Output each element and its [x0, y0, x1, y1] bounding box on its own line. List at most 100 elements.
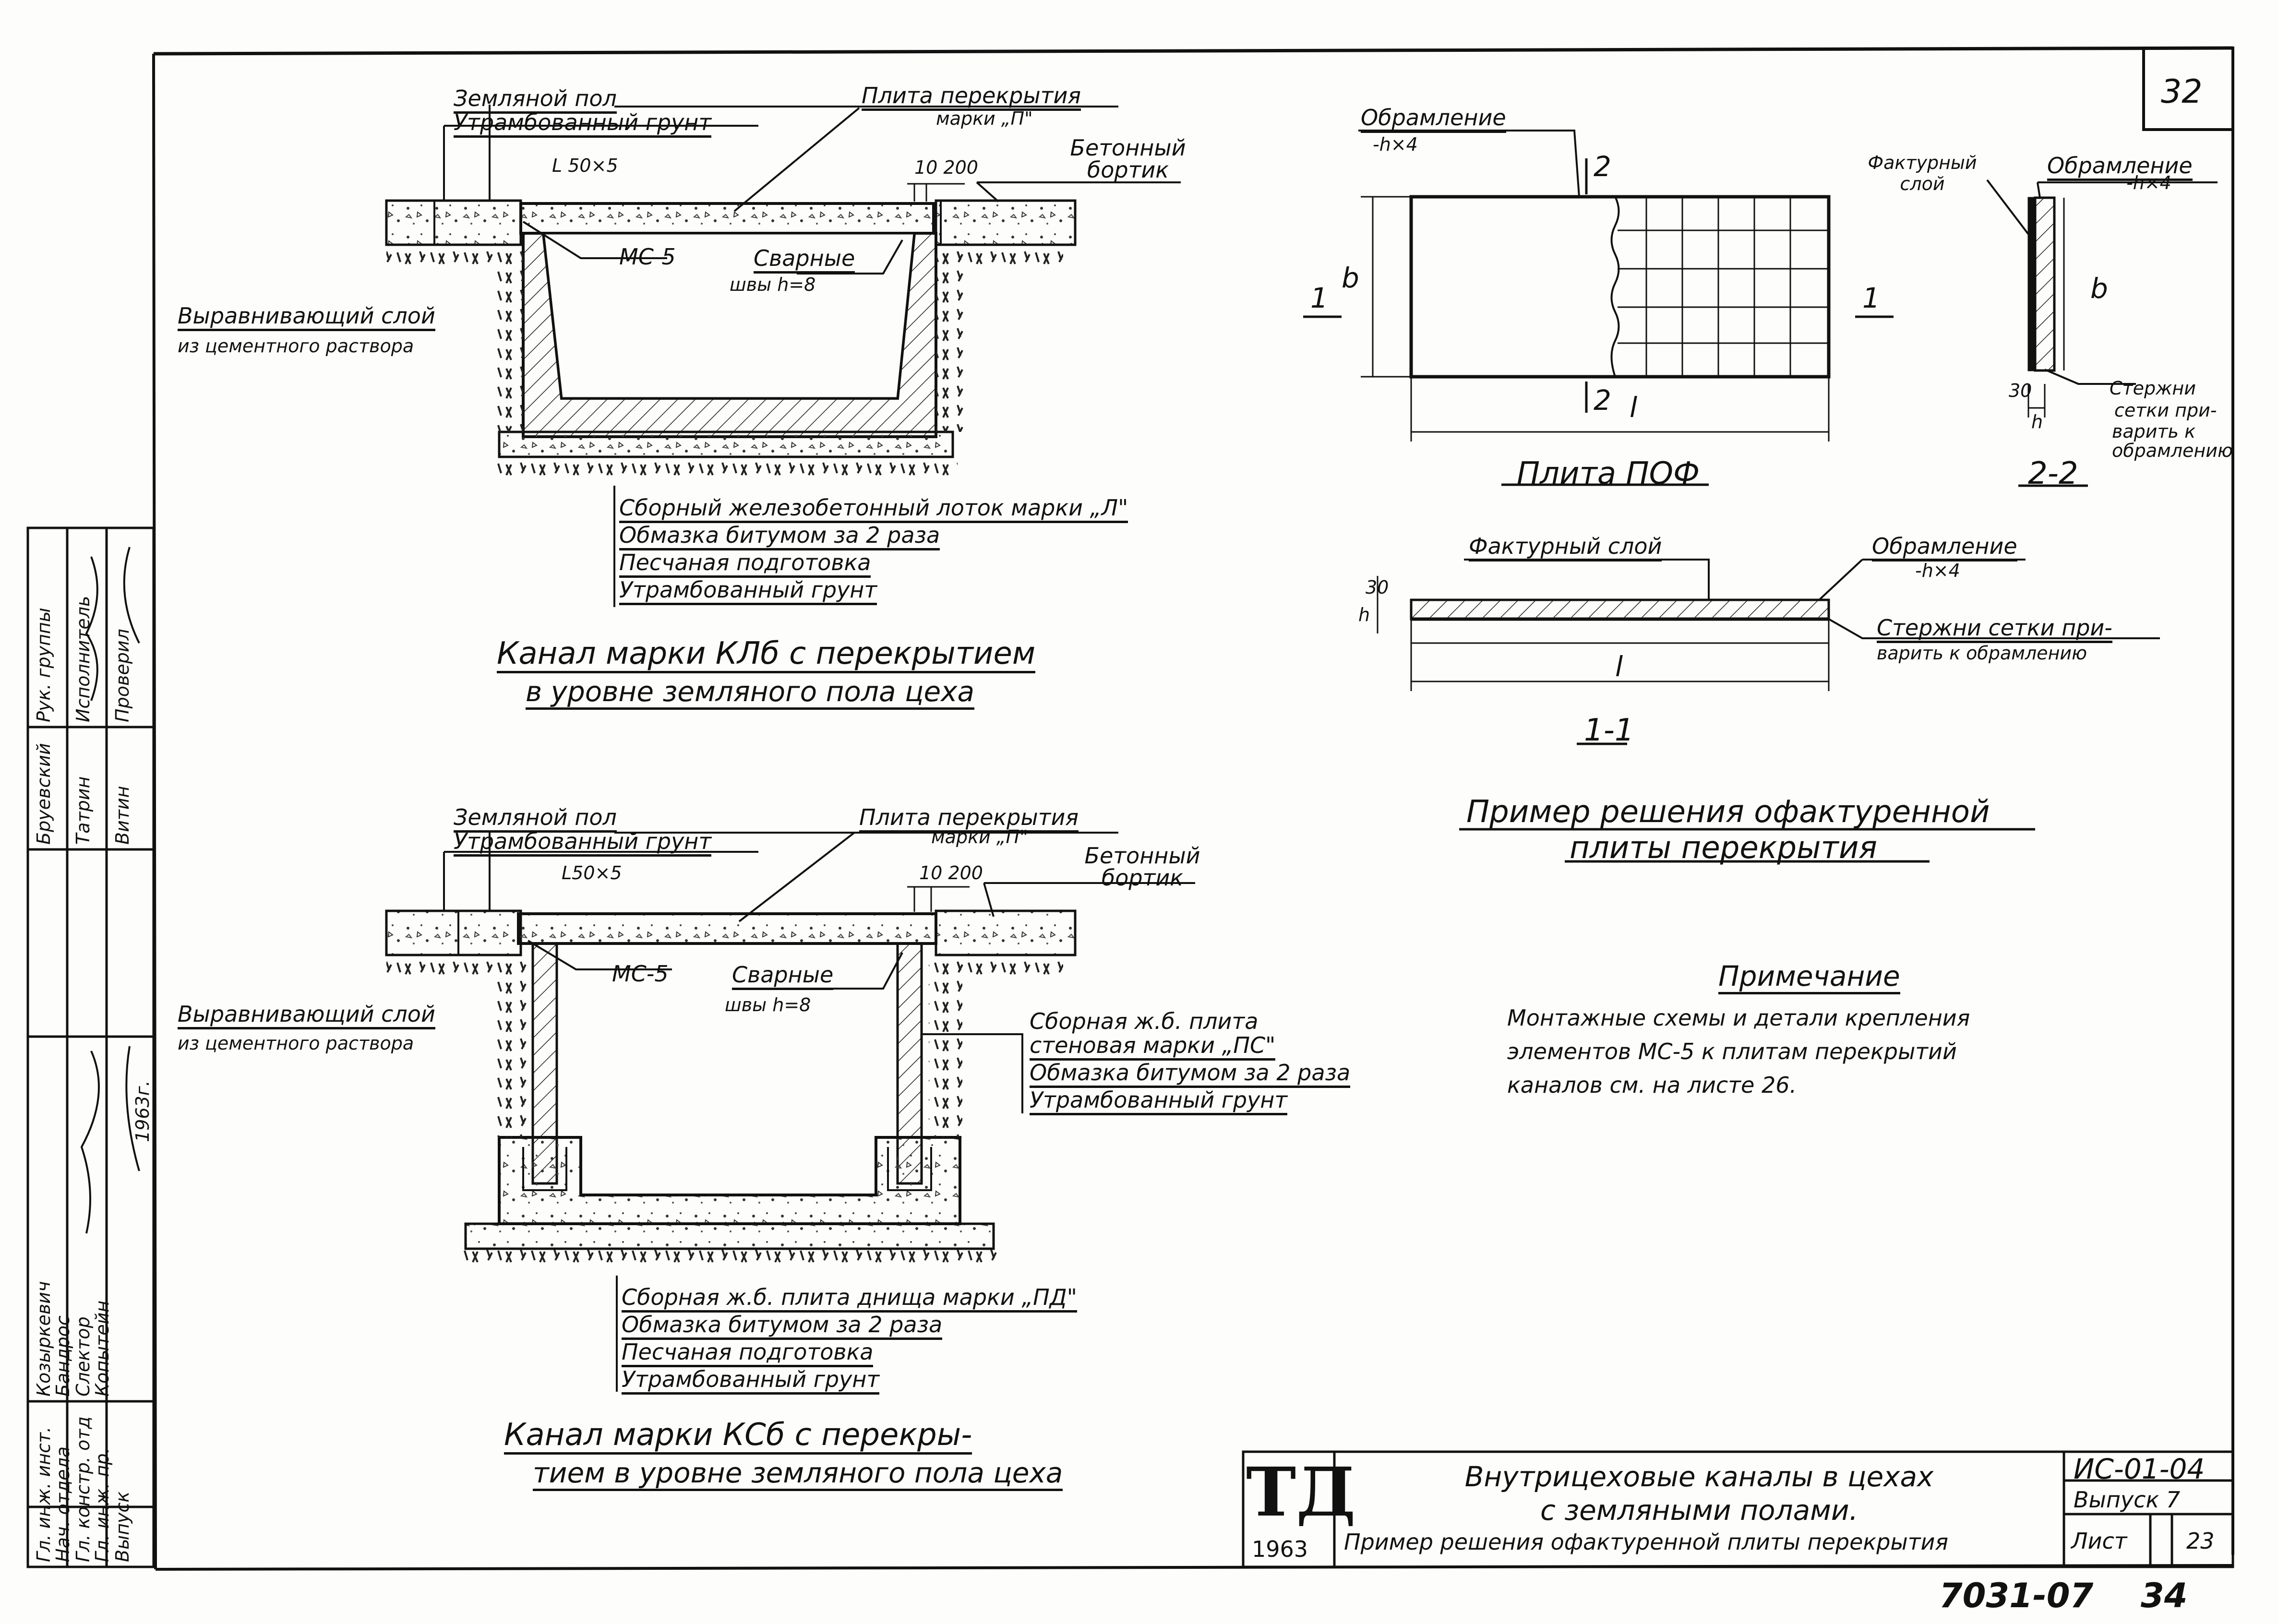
stamp-issue: Выпуск 7	[2074, 1487, 2181, 1513]
ks-ms-label: МС-5	[612, 961, 669, 987]
side-year: 1963г.	[132, 1080, 153, 1142]
section-2-2	[1986, 179, 2218, 487]
kl-leveling-1: Выравнивающий слой	[178, 305, 435, 331]
ks-wall-layer-4: Утрамбованный грунт	[1030, 1089, 1288, 1115]
ks-caption-1: Канал марки КСб с перекры-	[504, 1420, 972, 1455]
pof-frame-size: -h×4	[1373, 134, 1418, 155]
td-logo-year: 1963	[1252, 1536, 1308, 1562]
pof-dim-b: b	[1342, 262, 1359, 294]
kl-dim-label: 10 200	[914, 157, 978, 178]
ks-dim-label: 10 200	[919, 862, 983, 884]
side-person-2: Татрин	[72, 776, 94, 845]
kl-floor-label: Земляной пол	[454, 87, 617, 114]
ks-weld-label: Сварные	[732, 964, 834, 990]
ks-wall-layer-2: стеновая марки „ПС"	[1030, 1034, 1276, 1061]
side-role-7: Гл. инж. пр.	[92, 1447, 113, 1562]
stamp-title-2: с земляными полами.	[1540, 1494, 1858, 1527]
example-title-2: плиты перекрытия	[1570, 830, 1877, 866]
s11-rods-2: варить к обрамлению	[1877, 643, 2087, 664]
side-issue: Выпуск	[112, 1491, 133, 1562]
side-person-3: Витин	[112, 786, 133, 845]
ks-slab-label: Плита перекрытия	[859, 806, 1079, 833]
channel-kl-section	[385, 105, 1181, 607]
s22-rods-2: сетки при-	[2114, 400, 2217, 421]
side-stamp	[26, 526, 155, 1568]
s11-frame-size: -h×4	[1915, 560, 1960, 581]
s22-frame-label: Обрамление	[2047, 155, 2193, 181]
s22-dim-30: 30	[2009, 380, 2032, 401]
note-line-2: элементов МС-5 к плитам перекрытий	[1507, 1039, 1957, 1064]
s22-dim-b: b	[2090, 272, 2108, 305]
plate-pof-plan	[1303, 130, 1894, 486]
sheet-number: 32	[2161, 73, 2203, 111]
s22-rods-4: обрамлению	[2112, 440, 2233, 461]
stamp-title-3: Пример решения офактуренной плиты перекр…	[1344, 1529, 1949, 1555]
side-person-5: Бандрос	[52, 1315, 73, 1397]
s11-rods-1: Стержни сетки при-	[1877, 617, 2112, 643]
pof-dim-l: l	[1630, 391, 1638, 424]
side-role-6: Гл. констр. отд	[72, 1416, 94, 1562]
archive-number: 7031-07	[1939, 1576, 2094, 1615]
ks-layer-4: Утрамбованный грунт	[622, 1368, 880, 1395]
kl-layer-4: Утрамбованный грунт	[619, 579, 877, 605]
kl-weld-seam: швы h=8	[730, 274, 816, 295]
side-role-3: Проверил	[112, 629, 133, 722]
pof-section-1-right: 1	[1862, 282, 1880, 314]
s11-title: 1-1	[1584, 713, 1634, 748]
s22-dim-h: h	[2031, 411, 2043, 432]
side-person-1: Бруевский	[33, 743, 54, 845]
archive-sheet: 34	[2141, 1576, 2188, 1615]
side-person-7: Копытейн	[92, 1300, 113, 1397]
kl-weld-label: Сварные	[754, 247, 855, 274]
ks-floor-label: Земляной пол	[454, 806, 617, 833]
channel-ks-section	[385, 831, 1195, 1392]
s11-dim-l: l	[1615, 650, 1623, 683]
s11-texture-label: Фактурный слой	[1469, 535, 1662, 561]
side-role-1: Рук. группы	[33, 608, 54, 722]
pof-section-2-bottom: 2	[1594, 384, 1611, 417]
pof-title: Плита ПОФ	[1517, 456, 1700, 491]
ks-wall-layer-1: Сборная ж.б. плита	[1030, 1008, 1259, 1034]
pof-frame-label: Обрамление	[1361, 107, 1506, 133]
kl-caption-1: Канал марки КЛб с перекрытием	[497, 638, 1036, 673]
side-role-4: Гл. инж. инст.	[33, 1426, 54, 1562]
kl-slab-label: Плита перекрытия	[862, 84, 1081, 111]
s11-dim-30: 30	[1366, 577, 1389, 598]
ks-leveling-2: из цементного раствора	[178, 1033, 414, 1054]
kl-curb-label: Бетонный бортик	[1070, 135, 1186, 183]
ks-slab-mark: марки „П"	[931, 826, 1028, 848]
stamp-sheet-no: 23	[2186, 1528, 2215, 1554]
stamp-title-1: Внутрицеховые каналы в цехах	[1464, 1460, 1934, 1493]
s22-texture-label: Фактурный слой	[1868, 152, 1977, 194]
s22-frame-size: -h×4	[2126, 172, 2171, 193]
pof-section-2-top: 2	[1594, 150, 1611, 183]
kl-layer-3: Песчаная подготовка	[619, 551, 871, 578]
s22-title: 2-2	[2028, 456, 2078, 491]
side-role-5: Нач. отдела	[52, 1446, 73, 1562]
section-1-1	[1377, 559, 2160, 863]
ks-leveling-1: Выравнивающий слой	[178, 1003, 435, 1029]
ks-layer-2: Обмазка битумом за 2 раза	[622, 1314, 943, 1340]
stamp-code: ИС-01-04	[2074, 1453, 2205, 1485]
kl-angle-label: L 50×5	[552, 155, 618, 176]
side-person-4: Козыркевич	[33, 1281, 54, 1397]
ks-layer-3: Песчаная подготовка	[622, 1341, 874, 1367]
example-title-1: Пример решения офактуренной	[1466, 794, 1990, 830]
side-person-6: Слектор	[72, 1316, 94, 1397]
kl-slab-mark: марки „П"	[936, 108, 1033, 129]
s22-rods-3: варить к	[2112, 421, 2196, 442]
s11-dim-h: h	[1358, 604, 1370, 625]
side-role-2: Исполнитель	[72, 596, 94, 722]
ks-angle-label: L50×5	[562, 862, 622, 884]
ks-layer-1: Сборная ж.б. плита днища марки „ПД"	[622, 1286, 1077, 1313]
ks-caption-2: тием в уровне земляного пола цеха	[533, 1459, 1063, 1491]
ks-soil-label: Утрамбованный грунт	[454, 830, 712, 857]
kl-ms-label: МС-5	[619, 244, 676, 270]
kl-layer-2: Обмазка битумом за 2 раза	[619, 524, 940, 550]
kl-layer-1: Сборный железобетонный лоток марки „Л"	[619, 497, 1128, 523]
kl-leveling-2: из цементного раствора	[178, 335, 414, 357]
kl-caption-2: в уровне земляного пола цеха	[526, 678, 974, 710]
stamp-sheet-label: Лист	[2071, 1528, 2127, 1554]
